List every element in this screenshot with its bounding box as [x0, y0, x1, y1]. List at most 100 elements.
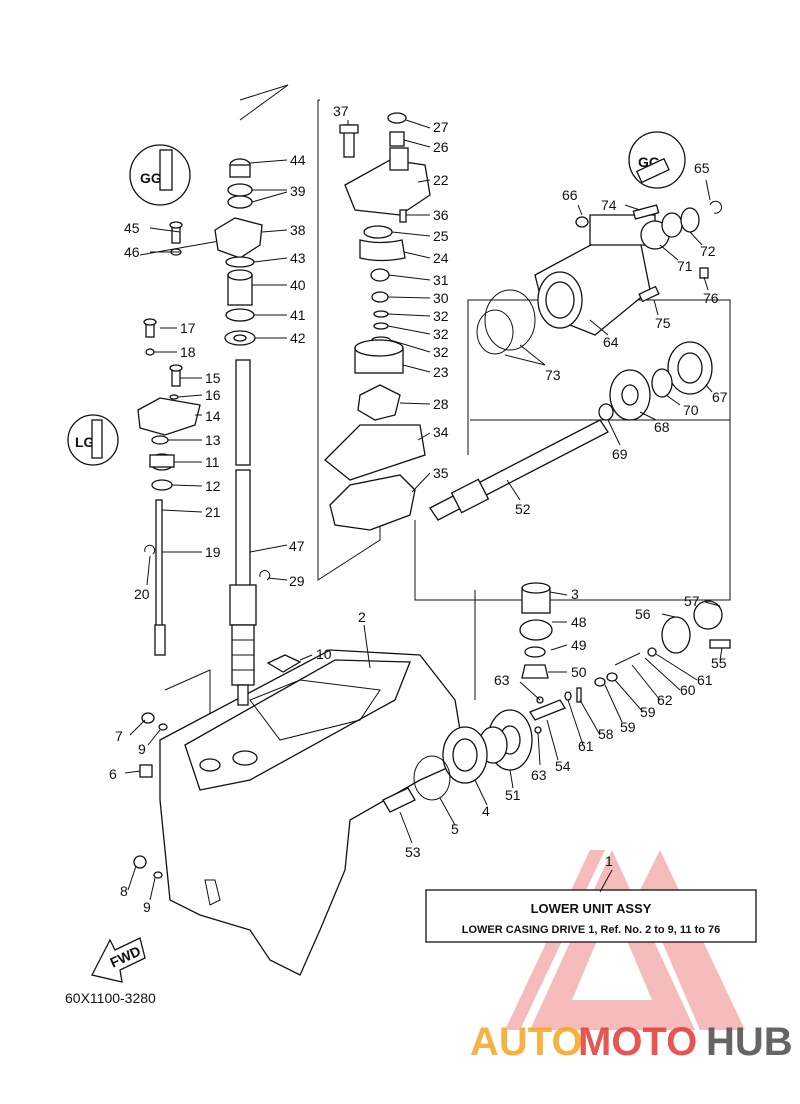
- callout-label: 68: [654, 419, 670, 435]
- callout-label: 50: [571, 664, 587, 680]
- callout-label: 57: [684, 593, 700, 609]
- propeller-shaft-housing: [476, 200, 723, 355]
- callout-label: 10: [316, 646, 332, 662]
- pinion-and-clutch-parts: [519, 582, 731, 734]
- callout-label: 54: [555, 758, 571, 774]
- callout-label: 46: [124, 244, 140, 260]
- callout-label: 62: [657, 692, 673, 708]
- callout-label: 38: [290, 222, 306, 238]
- shift-rod-housing-parts: [137, 318, 201, 491]
- callout-label: 14: [205, 408, 221, 424]
- callout-label: 63: [531, 767, 547, 783]
- callout-label: 2: [358, 609, 366, 625]
- callout-label: 40: [290, 277, 306, 293]
- callout-label: 25: [433, 228, 449, 244]
- callout-label: 60: [680, 682, 696, 698]
- callout-label: 45: [124, 220, 140, 236]
- callout-label: 52: [515, 501, 531, 517]
- callout-label: 32: [433, 344, 449, 360]
- callout-label: 32: [433, 326, 449, 342]
- callout-label: 61: [697, 672, 713, 688]
- caption-subtitle: LOWER CASING DRIVE 1, Ref. No. 2 to 9, 1…: [462, 924, 721, 936]
- callout-label: 59: [640, 704, 656, 720]
- callout-label: 32: [433, 308, 449, 324]
- callout-label: 73: [545, 367, 561, 383]
- callout-label: 63: [494, 672, 510, 688]
- callout-label: 58: [598, 726, 614, 742]
- callout-numbers: 1 2 3 4 5 6 7 8 9 9 10 11 12 13 14 15 16…: [109, 103, 728, 915]
- callout-leaders: [124, 119, 723, 901]
- callout-label: 71: [677, 258, 693, 274]
- callout-label: 55: [711, 655, 727, 671]
- callout-label: 34: [433, 424, 449, 440]
- callout-label: 67: [712, 389, 728, 405]
- callout-label: 29: [289, 573, 305, 589]
- grease-icon: GG: [129, 144, 191, 206]
- svg-text:LG: LG: [75, 434, 95, 450]
- callout-label: 8: [120, 883, 128, 899]
- callout-label: 66: [562, 187, 578, 203]
- callout-label: 36: [433, 207, 449, 223]
- callout-label: 7: [115, 728, 123, 744]
- lower-casing: [159, 649, 466, 976]
- callout-label: 9: [143, 899, 151, 915]
- callout-label: 56: [635, 606, 651, 622]
- caption-title: LOWER UNIT ASSY: [531, 901, 652, 916]
- callout-label: 9: [138, 741, 146, 757]
- callout-label: 35: [433, 465, 449, 481]
- propeller-shaft: [429, 419, 609, 521]
- callout-label: 4: [482, 803, 490, 819]
- drive-shaft: [229, 359, 257, 706]
- callout-label: 69: [612, 446, 628, 462]
- callout-label: 41: [290, 307, 306, 323]
- callout-label: 15: [205, 370, 221, 386]
- watermark-text: AUTO MOTO HUB: [470, 1020, 793, 1064]
- bolt-washer-left: [169, 221, 183, 256]
- small-fasteners: [133, 570, 302, 879]
- callout-label: 74: [601, 197, 617, 213]
- callout-label: 21: [205, 504, 221, 520]
- callout-label: 19: [205, 544, 221, 560]
- grease-icon: LG: [67, 414, 119, 466]
- callout-label: 5: [451, 821, 459, 837]
- callout-label: 28: [433, 396, 449, 412]
- watermark-part2: MOTO: [578, 1020, 697, 1064]
- callout-label: 75: [655, 315, 671, 331]
- callout-label: 39: [290, 183, 306, 199]
- callout-label: 26: [433, 139, 449, 155]
- svg-text:GG: GG: [140, 170, 162, 186]
- callout-label: 24: [433, 250, 449, 266]
- callout-label: 42: [290, 330, 306, 346]
- callout-label: 1: [605, 853, 613, 869]
- callout-label: 22: [433, 172, 449, 188]
- callout-label: 12: [205, 478, 221, 494]
- forward-gear-parts: [598, 341, 713, 421]
- driveshaft-housing-parts: [214, 158, 263, 346]
- callout-label: 16: [205, 387, 221, 403]
- callout-label: 27: [433, 119, 449, 135]
- callout-label: 64: [603, 334, 619, 350]
- callout-label: 48: [571, 614, 587, 630]
- callout-label: 70: [683, 402, 699, 418]
- callout-label: 44: [290, 152, 306, 168]
- watermark-part3: HUB: [706, 1020, 793, 1064]
- callout-label: 3: [571, 586, 579, 602]
- callout-label: 17: [180, 320, 196, 336]
- callout-label: 18: [180, 344, 196, 360]
- callout-label: 59: [620, 719, 636, 735]
- callout-label: 6: [109, 766, 117, 782]
- grease-icon: GG: [628, 131, 686, 189]
- callout-label: 11: [205, 454, 220, 470]
- reverse-gear-parts: [382, 709, 533, 813]
- callout-label: 43: [290, 250, 306, 266]
- callout-label: 49: [571, 637, 587, 653]
- callout-label: 37: [333, 103, 349, 119]
- callout-label: 51: [505, 787, 521, 803]
- callout-label: 53: [405, 844, 421, 860]
- water-pump-parts: [324, 112, 431, 531]
- fwd-arrow: FWD: [91, 937, 146, 983]
- callout-label: 30: [433, 290, 449, 306]
- diagram-code: 60X1100-3280: [65, 990, 156, 1006]
- callout-label: 20: [134, 586, 150, 602]
